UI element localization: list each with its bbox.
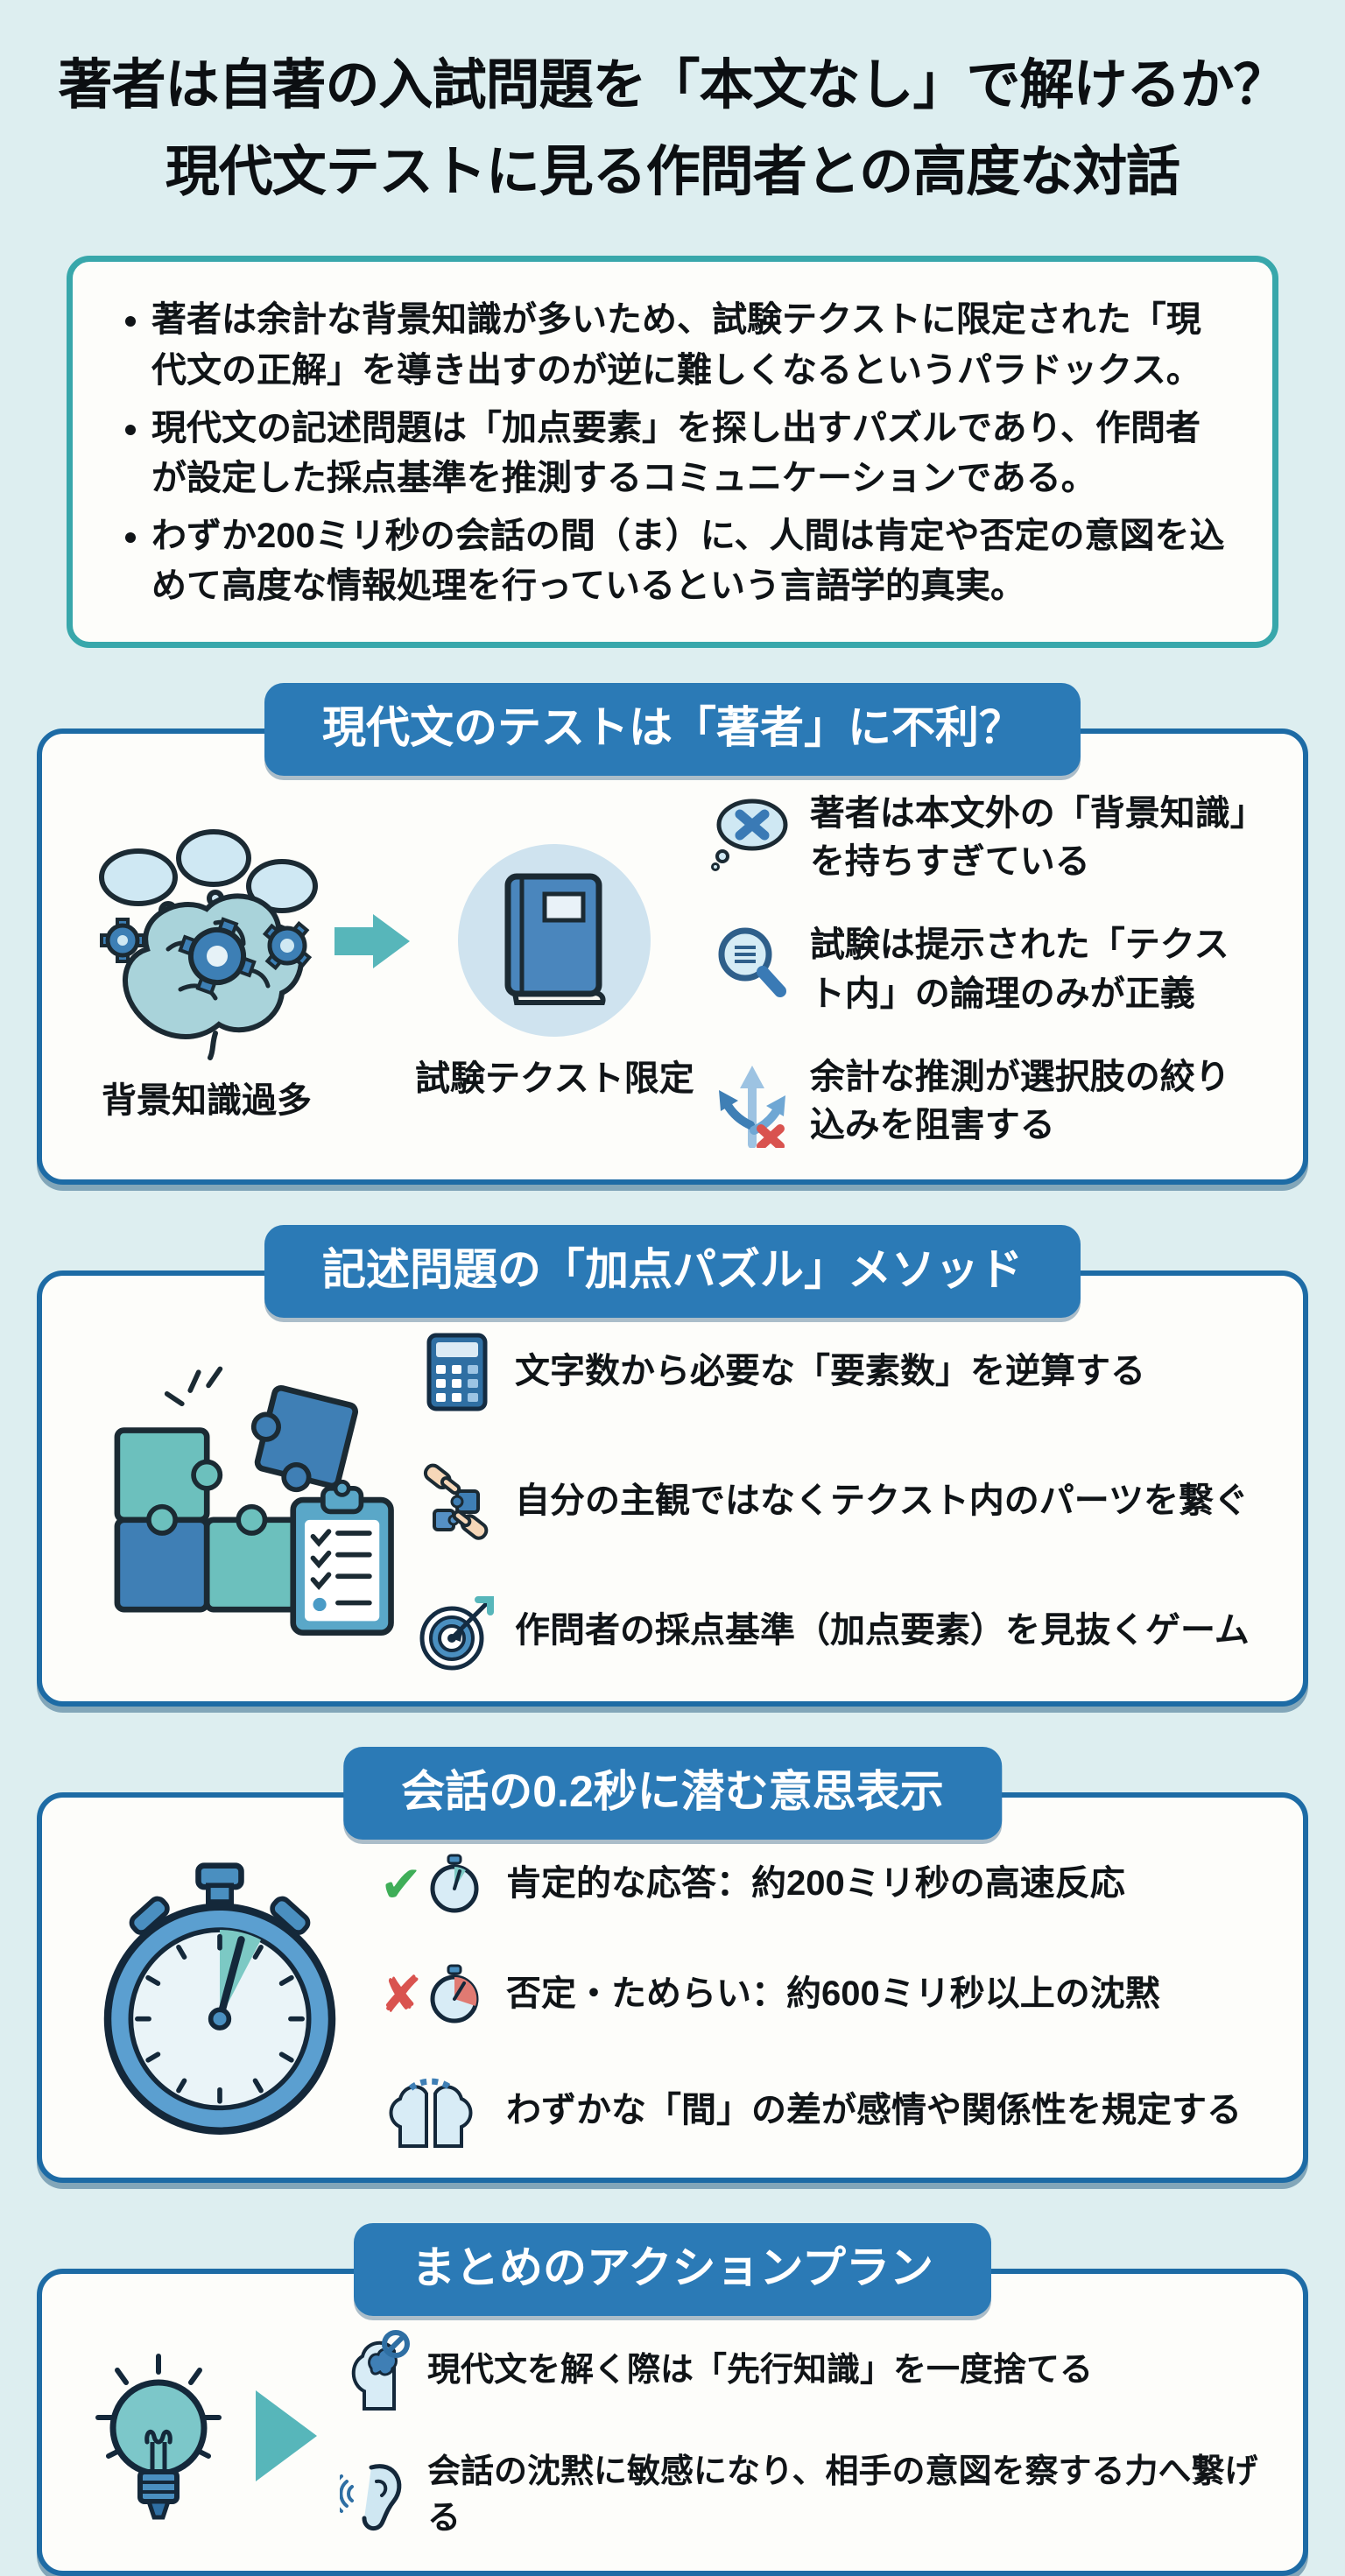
list-item: 試験は提示された「テクスト内」の論理のみが正義 xyxy=(708,921,1261,1017)
list-item: 会話の沈黙に敏感になり、相手の意図を察する力へ繋げる xyxy=(340,2449,1261,2541)
section-author-disadvantage: 現代文のテストは「著者」に不利？ xyxy=(37,682,1308,1186)
list-item: 余計な推測が選択肢の絞り込みを阻害する xyxy=(708,1053,1261,1150)
magnifier-icon xyxy=(708,921,796,1005)
summary-bullet: わずか200ミリ秒の会話の間（ま）に、人間は肯定や否定の意図を込めて高度な情報処… xyxy=(151,511,1227,612)
item-text: 自分の主観ではなくテクスト内のパーツを繋ぐ xyxy=(515,1482,1249,1521)
gear-icon xyxy=(100,916,313,996)
list-item: わずかな「間」の差が感情や関係性を規定する xyxy=(370,2074,1261,2149)
thought-cloud-x-icon xyxy=(708,790,796,874)
summary-list: 著者は余計な背景知識が多いため、試験テクストに限定された「現代文の正解」を導き出… xyxy=(111,295,1227,612)
section-header: 現代文のテストは「著者」に不利？ xyxy=(264,682,1081,776)
section1-figure: 背景知識過多 試験テクスト限定 xyxy=(84,818,694,1123)
list-item: ✘ 否定・ためらい：約600ミリ秒以上の沈黙 xyxy=(370,1964,1261,2025)
page-title-line2: 現代文テストに見る作問者との高度な対話 xyxy=(165,142,1180,203)
arrow-right-icon xyxy=(334,913,410,968)
item-text: 肯定的な応答：約200ミリ秒の高速反応 xyxy=(506,1864,1125,1904)
two-heads-icon xyxy=(370,2074,492,2149)
stopwatch-icon xyxy=(84,1861,356,2141)
figure-label: 試験テクスト限定 xyxy=(415,1059,694,1098)
ear-listening-icon xyxy=(340,2457,413,2534)
section-action-plan: まとめのアクションプラン xyxy=(37,2223,1308,2576)
check-stopwatch-icon: ✔ xyxy=(370,1854,492,1915)
summary-box: 著者は余計な背景知識が多いため、試験テクストに限定された「現代文の正解」を導き出… xyxy=(67,256,1278,648)
section-conversation-timing: 会話の0.2秒に潜む意思表示 xyxy=(37,1747,1308,2184)
cross-icon: ✘ xyxy=(379,1967,423,2024)
list-item: 文字数から必要な「要素数」を逆算する xyxy=(413,1332,1261,1412)
clipboard-icon xyxy=(290,1479,394,1636)
section-scoring-puzzle-method: 記述問題の「加点パズル」メソッド xyxy=(37,1225,1308,1707)
lightbulb-icon xyxy=(84,2344,233,2528)
puzzle-clipboard-icon xyxy=(84,1357,399,1646)
target-arrow-icon xyxy=(413,1591,501,1672)
summary-bullet: 著者は余計な背景知識が多いため、試験テクストに限定された「現代文の正解」を導き出… xyxy=(151,295,1227,396)
item-text: 余計な推測が選択肢の絞り込みを阻害する xyxy=(809,1057,1230,1144)
list-item: 自分の主観ではなくテクスト内のパーツを繋ぐ xyxy=(413,1461,1261,1542)
item-text: わずかな「間」の差が感情や関係性を規定する xyxy=(506,2091,1242,2130)
summary-bullet: 現代文の記述問題は「加点要素」を探し出すパズルであり、作問者が設定した採点基準を… xyxy=(151,404,1227,504)
brain-gears-icon xyxy=(84,818,329,1063)
item-text: 文字数から必要な「要素数」を逆算する xyxy=(515,1352,1145,1391)
list-item: 著者は本文外の「背景知識」を持ちすぎている xyxy=(708,790,1261,886)
list-item: 作問者の採点基準（加点要素）を見抜くゲーム xyxy=(413,1591,1261,1672)
fork-arrows-x-icon xyxy=(708,1053,796,1148)
item-text: 試験は提示された「テクスト内」の論理のみが正義 xyxy=(809,926,1229,1013)
figure-label: 背景知識過多 xyxy=(102,1080,312,1120)
head-unlearn-icon xyxy=(340,2330,413,2411)
section-header: まとめのアクションプラン xyxy=(354,2223,991,2317)
item-text: 作問者の採点基準（加点要素）を見抜くゲーム xyxy=(515,1611,1250,1650)
item-text: 否定・ためらい：約600ミリ秒以上の沈黙 xyxy=(506,1974,1160,2014)
book-icon xyxy=(454,840,655,1041)
section-card: 文字数から必要な「要素数」を逆算する xyxy=(37,1270,1308,1707)
page-title-line1: 著者は自著の入試問題を「本文なし」で解けるか？ xyxy=(58,55,1287,116)
cross-stopwatch-icon: ✘ xyxy=(370,1964,492,2025)
section-card: 背景知識過多 試験テクスト限定 xyxy=(37,728,1308,1186)
section-card: ✔ 肯定的な応答：約200ミリ秒の高速反応 ✘ xyxy=(37,1792,1308,2184)
calculator-icon xyxy=(413,1332,501,1412)
check-icon: ✔ xyxy=(379,1856,423,1914)
item-text: 会話の沈黙に敏感になり、相手の意図を察する力へ繋げる xyxy=(427,2453,1258,2537)
arrow-right-triangle-icon xyxy=(256,2389,317,2481)
section-header: 記述問題の「加点パズル」メソッド xyxy=(264,1225,1081,1319)
list-item: ✔ 肯定的な応答：約200ミリ秒の高速反応 xyxy=(370,1854,1261,1915)
item-text: 著者は本文外の「背景知識」を持ちすぎている xyxy=(809,793,1248,882)
hands-puzzle-icon xyxy=(413,1461,501,1542)
page-title: 著者は自著の入試問題を「本文なし」で解けるか？ 現代文テストに見る作問者との高度… xyxy=(0,42,1345,215)
list-item: 現代文を解く際は「先行知識」を一度捨てる xyxy=(340,2330,1261,2411)
item-text: 現代文を解く際は「先行知識」を一度捨てる xyxy=(427,2351,1094,2389)
section-header: 会話の0.2秒に潜む意思表示 xyxy=(343,1747,1002,1841)
